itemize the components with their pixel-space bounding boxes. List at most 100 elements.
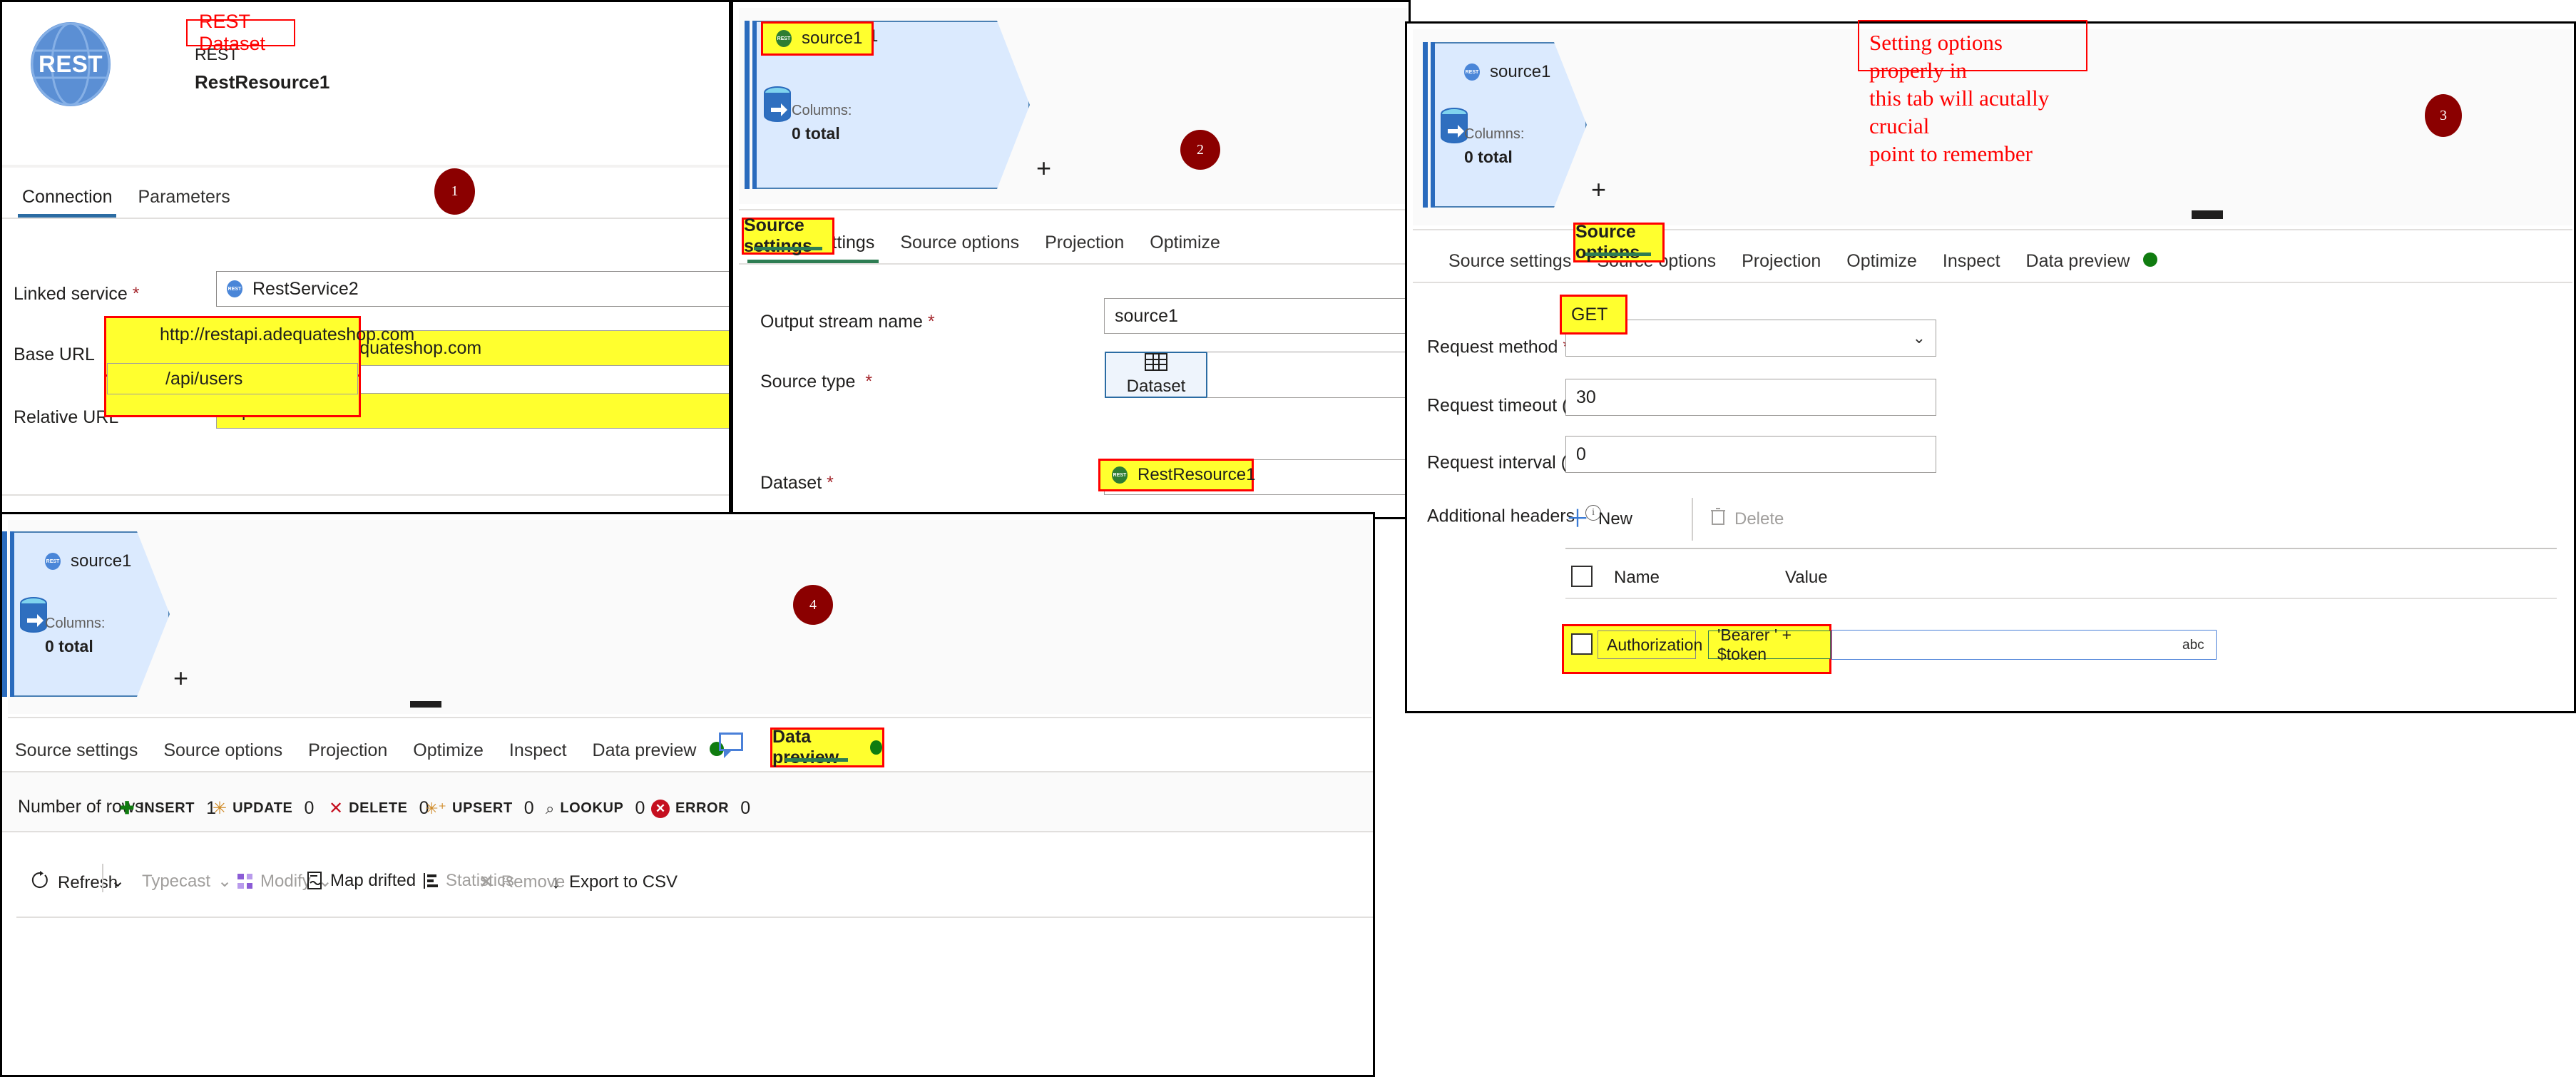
source-type-label: Source type * <box>760 372 873 392</box>
new-header-label: New <box>1598 509 1633 529</box>
panel3-canvas-rule <box>1413 229 2572 230</box>
add-stream-plus-p2[interactable]: + <box>1036 153 1052 183</box>
stream-columns-total-p3: 0 total <box>1464 148 1513 166</box>
output-stream-name-label: Output stream name * <box>760 312 935 332</box>
rest-globe-icon: REST <box>31 22 111 106</box>
tab-source-options-p2[interactable]: Source options <box>900 233 1020 252</box>
tab-optimize-p2[interactable]: Optimize <box>1150 233 1220 252</box>
linked-service-value: RestService2 <box>252 278 359 299</box>
remove-button: ✕ Remove <box>479 871 565 893</box>
headers-table-top-rule <box>1565 548 2557 549</box>
source1-callout-label: source1 <box>802 29 863 48</box>
headers-col-value: Value <box>1785 568 1828 587</box>
stream-columns-caption-p4: Columns: <box>45 616 106 631</box>
linked-service-select[interactable]: REST RestService2 <box>216 271 729 307</box>
tab-data-preview-label-p3: Data preview <box>2025 251 2130 271</box>
add-stream-plus-p3[interactable]: + <box>1591 175 1607 204</box>
tab-data-preview-p4[interactable]: Data preview <box>580 740 737 771</box>
statistics-label: Statistics <box>446 871 515 890</box>
map-drifted-label: Map drifted <box>330 871 416 890</box>
source-settings-tab-callout[interactable]: Source settings <box>742 215 834 256</box>
stat-error-key: ERROR <box>675 800 730 816</box>
map-drifted-button[interactable]: Map drifted <box>307 871 416 891</box>
comment-icon[interactable] <box>719 733 743 758</box>
rest-source-db-icon-p4 <box>18 597 49 634</box>
stream-name-row-p3: REST source1 <box>1464 62 1550 82</box>
stream-chip-source1-p3[interactable]: REST source1 Columns: 0 total <box>1423 42 1587 208</box>
tab-optimize-p3[interactable]: Optimize <box>1846 251 1917 271</box>
header-name-input[interactable]: Authorization <box>1598 631 1702 659</box>
step-badge-2: 2 <box>1180 130 1220 170</box>
dataset-header: REST REST RestResource1 <box>2 5 729 168</box>
tab-inspect-p3[interactable]: Inspect <box>1942 251 2000 271</box>
tab-source-settings-p3[interactable]: Source settings <box>1448 251 1572 271</box>
rest-globe-label: REST <box>38 51 103 77</box>
tab-parameters[interactable]: Parameters <box>138 187 230 207</box>
tab-projection-p2[interactable]: Projection <box>1045 233 1125 252</box>
close-icon-remove: ✕ <box>479 871 494 892</box>
step-badge-3: 3 <box>2425 94 2462 137</box>
source-options-tab-callout[interactable]: Source options <box>1573 222 1665 262</box>
headers-select-all-checkbox[interactable] <box>1571 566 1593 587</box>
source-options-panel: REST source1 Columns: 0 total + Source s… <box>1405 21 2576 713</box>
info-icon-additional-headers[interactable]: i <box>1585 505 1602 521</box>
source-type-dataset-tile[interactable]: Dataset <box>1105 352 1207 398</box>
rest-small-icon-green-ds: REST <box>1112 466 1128 484</box>
panel4-drag-handle[interactable] <box>410 701 441 708</box>
tab-projection-p4[interactable]: Projection <box>308 740 388 760</box>
row-count-stats-band <box>2 772 1373 831</box>
stat-lookup-value: 0 <box>635 798 645 818</box>
new-header-button[interactable]: ＋ New <box>1565 507 1632 531</box>
export-csv-button[interactable]: ↓ Export to CSV <box>551 871 678 893</box>
source-options-tab-callout-label: Source options <box>1575 222 1640 262</box>
tab-inspect-p4[interactable]: Inspect <box>508 740 567 760</box>
tab-data-preview-p3[interactable]: Data preview <box>2013 251 2171 282</box>
header-row-checkbox[interactable] <box>1571 633 1593 655</box>
panel1-tabstrip-divider <box>2 165 729 168</box>
step-badge-1: 1 <box>434 168 475 215</box>
request-interval-input[interactable]: 0 <box>1565 436 1936 473</box>
stream-columns-total-p4: 0 total <box>45 637 93 655</box>
tab-source-options-p4[interactable]: Source options <box>163 740 283 760</box>
rest-dataset-note: REST Dataset <box>186 11 295 54</box>
tab-projection-p3[interactable]: Projection <box>1742 251 1821 271</box>
data-preview-callout-dot <box>870 740 882 755</box>
panel4-tab-rule <box>2 771 1373 772</box>
stat-delete-value: 0 <box>419 798 429 818</box>
request-method-value-callout[interactable]: GET <box>1560 295 1627 335</box>
stream-columns-caption-p2: Columns: <box>792 103 852 118</box>
panel3-tabs: Source settings Source options Projectio… <box>1436 238 2170 282</box>
refresh-dropdown-button[interactable]: ⌄ <box>111 871 125 892</box>
request-timeout-value: 30 <box>1576 387 1596 407</box>
tab-optimize-p4[interactable]: Optimize <box>413 740 484 760</box>
header-name-value: Authorization <box>1607 635 1703 654</box>
refresh-icon <box>31 871 49 894</box>
refresh-label: Refresh <box>58 872 118 892</box>
panel3-drag-handle[interactable] <box>2192 210 2223 219</box>
add-stream-plus-p4[interactable]: + <box>173 663 189 693</box>
request-timeout-input[interactable]: 30 <box>1565 379 1936 416</box>
data-preview-panel: REST source1 Columns: 0 total + Source s… <box>0 512 1375 1077</box>
source-type-inline-tile[interactable] <box>1207 352 1409 398</box>
dataset-name: RestResource1 <box>195 71 330 93</box>
statistics-button: Statistics <box>423 871 514 891</box>
data-preview-tab-callout[interactable]: Data preview <box>770 727 884 767</box>
stream-accent-bar-1-p4 <box>2 531 7 697</box>
export-csv-label: Export to CSV <box>569 872 678 892</box>
output-stream-name-input[interactable]: source1 <box>1104 298 1409 334</box>
remove-label: Remove <box>501 872 566 892</box>
stream-chip-source1-p4[interactable]: REST source1 Columns: 0 total <box>2 531 170 697</box>
stream-columns-total-p2: 0 total <box>792 124 840 143</box>
header-value-expression-field[interactable] <box>1831 630 2217 660</box>
header-value-input[interactable]: 'Bearer ' + $token <box>1708 626 1831 663</box>
stream-columns-caption-p3: Columns: <box>1464 126 1525 142</box>
tab-connection[interactable]: Connection <box>9 187 125 218</box>
refresh-button[interactable]: Refresh <box>31 871 118 894</box>
chevron-down-icon-typecast: ⌄ <box>218 872 232 891</box>
panel1-tab-rule <box>2 218 729 219</box>
stat-insert-key: INSERT <box>140 800 195 816</box>
tab-source-settings-p4[interactable]: Source settings <box>15 740 138 760</box>
dataset-value-callout[interactable]: REST RestResource1 <box>1098 459 1255 491</box>
modify-label: Modify <box>260 871 311 891</box>
